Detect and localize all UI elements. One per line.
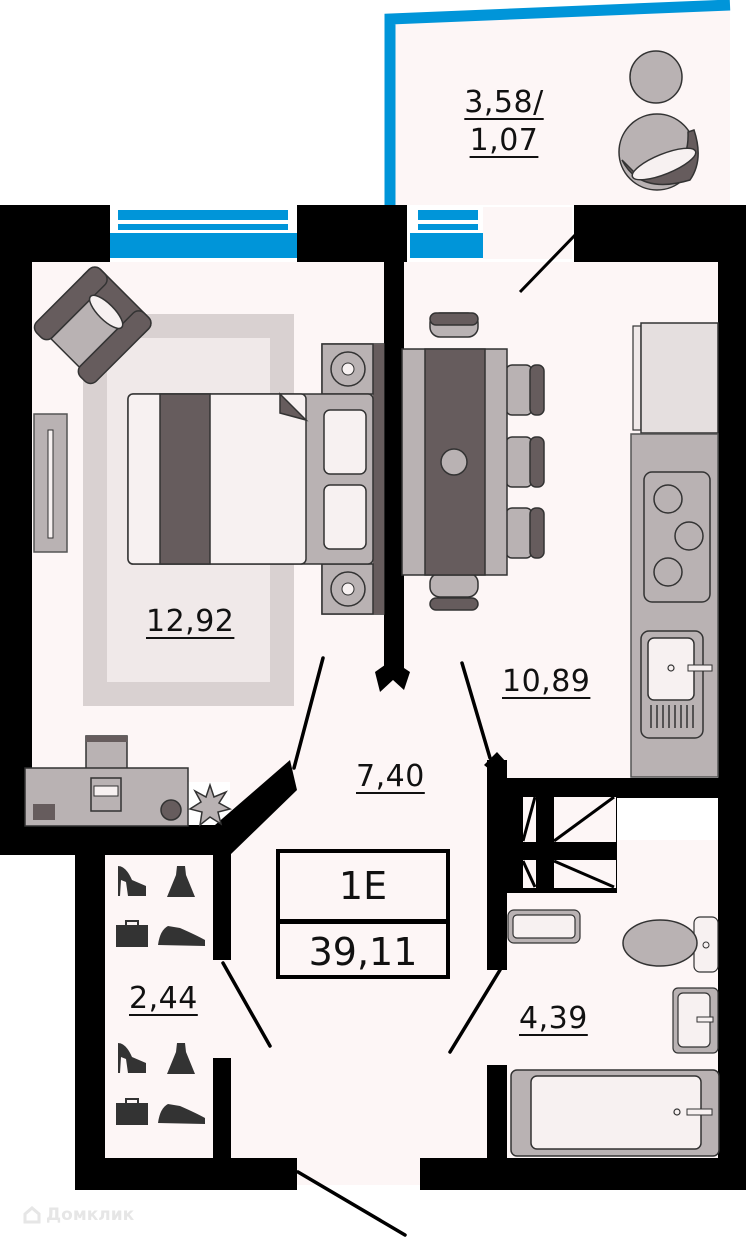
bathroom-fixtures [507,909,720,1157]
watermark-text: Домклик [46,1205,135,1225]
bed-icon [127,343,385,615]
stove-icon [643,471,711,603]
hallway-area-label: 7,40 [356,759,425,794]
wardrobe-area-label: 2,44 [129,981,198,1016]
high-heel-icon [118,866,146,1073]
house-logo-icon [23,1206,41,1224]
dress-icon [167,866,195,1074]
apartment-total-area: 39,11 [308,929,418,974]
briefcase-icon [116,920,148,1125]
windows [110,207,580,294]
wardrobe-icons [116,866,205,1125]
kitchen-counter [630,322,719,778]
balcony-area-label: 3,58/ 1,07 [462,84,546,159]
plant-icon [188,782,233,827]
bathroom-area-label: 4,39 [519,1001,588,1036]
washing-machine-icon [507,909,581,944]
balcony-area-reduced: 1,07 [469,122,539,158]
bathtub-icon [510,1069,720,1157]
dining-table-icon [401,312,545,611]
doors [221,656,502,1237]
balcony-area-total: 3,58/ [464,85,544,120]
bedroom-area-label: 12,92 [146,604,235,639]
cabinet-icon [33,413,68,553]
toilet-icon [622,916,719,973]
apartment-code: 1E [280,853,446,924]
armchair-icon [618,50,699,191]
sink-icon [640,630,713,739]
desk-icon [24,735,233,827]
ventilation-shaft [521,795,616,889]
armchair-icon [33,266,152,385]
watermark: Домклик [22,1205,134,1225]
balcony [384,0,731,205]
washbasin-icon [672,987,719,1054]
sneaker-icon [158,926,205,1124]
kitchen-area-label: 10,89 [502,664,591,699]
apartment-badge: 1E 39,11 [276,849,450,979]
